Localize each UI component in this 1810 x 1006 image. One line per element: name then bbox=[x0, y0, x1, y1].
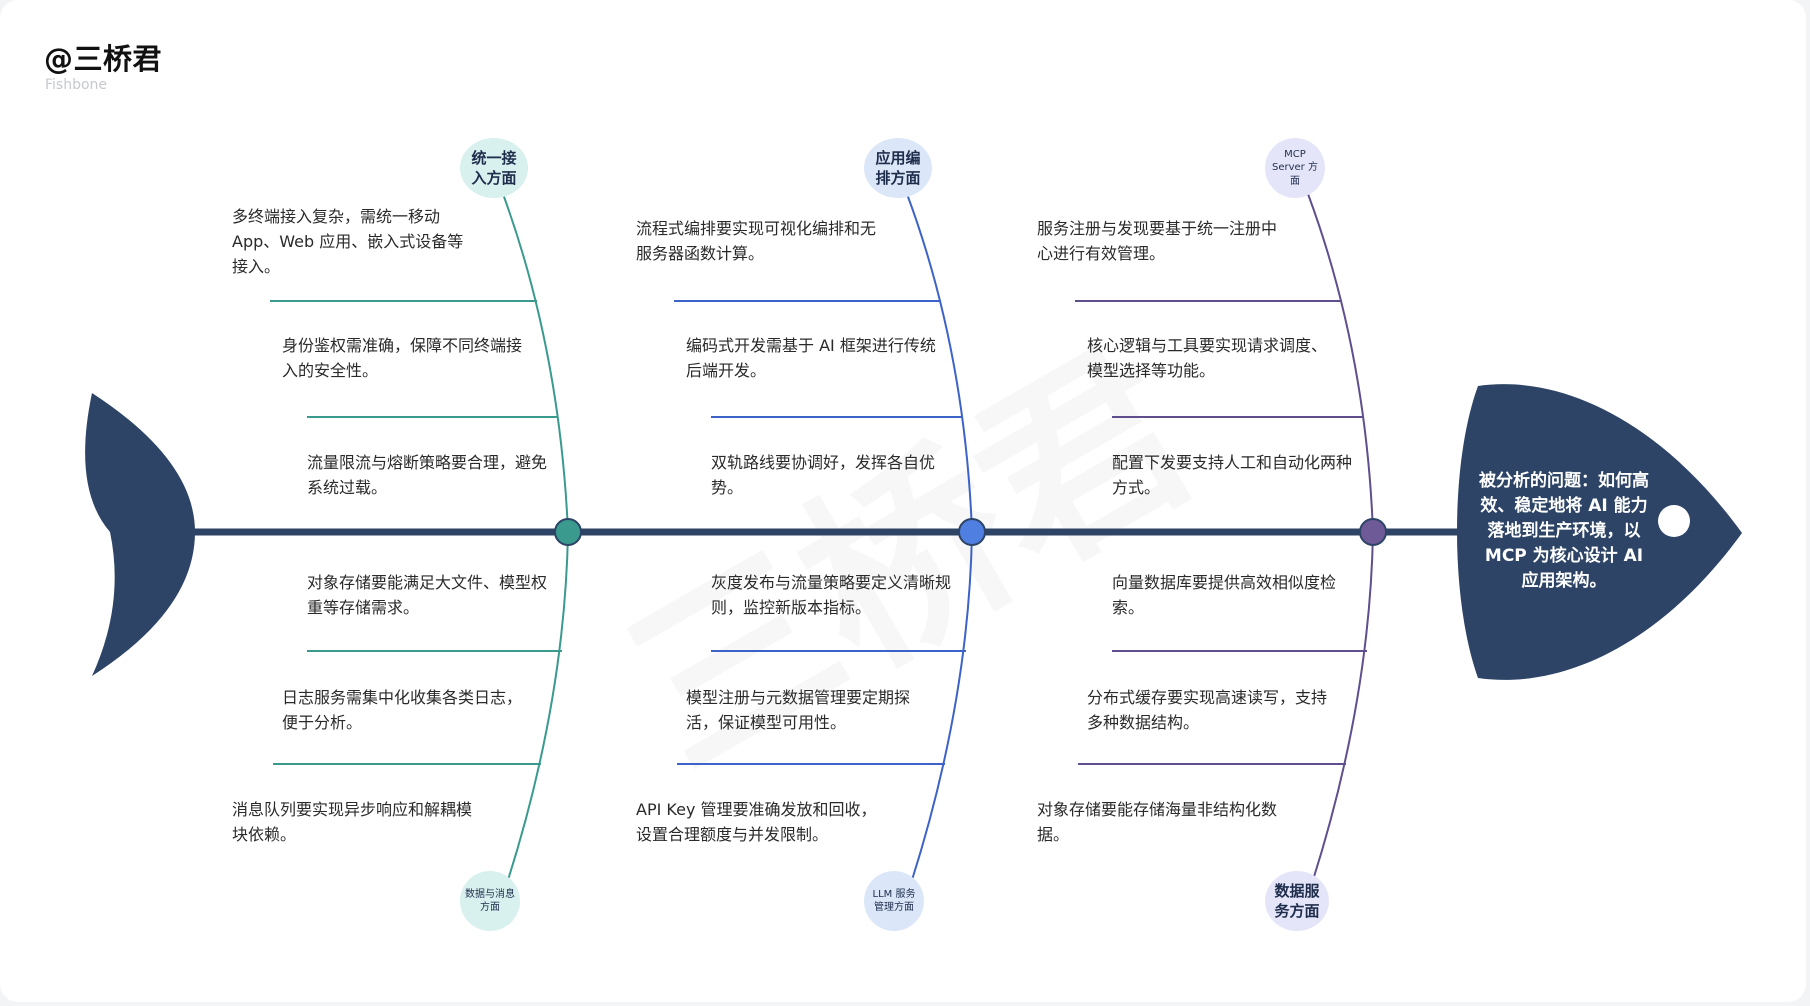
category-badge-mcp-server: MCP Server 方面 bbox=[1265, 138, 1325, 198]
cause-2-3: 双轨路线要协调好，发挥各自优势。 bbox=[711, 453, 936, 497]
spine-node-3 bbox=[1359, 518, 1387, 546]
spine-node-1 bbox=[554, 518, 582, 546]
category-badge-data-messaging: 数据与消息方面 bbox=[460, 871, 520, 931]
cause-3-1: 服务注册与发现要基于统一注册中心进行有效管理。 bbox=[1037, 219, 1278, 263]
cause-1-1: 多终端接入复杂，需统一移动 App、Web 应用、嵌入式设备等接入。 bbox=[232, 207, 464, 276]
bone-bottom-3 bbox=[1312, 531, 1374, 881]
category-badge-llm-service: LLM 服务管理方面 bbox=[864, 871, 924, 931]
fish-eye bbox=[1658, 505, 1690, 537]
bone-top-1 bbox=[502, 193, 569, 533]
cause-1-4: 对象存储要能满足大文件、模型权重等存储需求。 bbox=[307, 573, 548, 617]
cause-2-4: 灰度发布与流量策略要定义清晰规则，监控新版本指标。 bbox=[711, 573, 952, 617]
spine-node-2 bbox=[958, 518, 986, 546]
cause-3-5: 分布式缓存要实现高速读写，支持多种数据结构。 bbox=[1087, 688, 1328, 732]
bone-top-2 bbox=[906, 193, 973, 533]
brand-title: @三桥君 bbox=[44, 42, 163, 76]
cause-2-1: 流程式编排要实现可视化编排和无服务器函数计算。 bbox=[636, 219, 877, 263]
cause-2-2: 编码式开发需基于 AI 框架进行传统后端开发。 bbox=[686, 336, 936, 380]
cause-3-4: 向量数据库要提供高效相似度检索。 bbox=[1112, 573, 1337, 617]
cause-3-6: 对象存储要能存储海量非结构化数据。 bbox=[1037, 800, 1278, 844]
bone-bottom-2 bbox=[911, 531, 973, 881]
diagram-type-label: Fishbone bbox=[45, 77, 108, 93]
cause-3-3: 配置下发要支持人工和自动化两种方式。 bbox=[1112, 453, 1353, 497]
cause-2-6: API Key 管理要准确发放和回收，设置合理额度与并发限制。 bbox=[636, 800, 877, 844]
cause-2-5: 模型注册与元数据管理要定期探活，保证模型可用性。 bbox=[686, 688, 911, 732]
cause-3-2: 核心逻辑与工具要实现请求调度、模型选择等功能。 bbox=[1087, 336, 1328, 380]
category-badge-data-services: 数据服务方面 bbox=[1265, 871, 1329, 931]
fish-tail bbox=[85, 393, 195, 676]
bone-top-3 bbox=[1307, 193, 1374, 533]
cause-1-5: 日志服务需集中化收集各类日志，便于分析。 bbox=[282, 688, 523, 732]
cause-1-3: 流量限流与熔断策略要合理，避免系统过载。 bbox=[307, 453, 548, 497]
fish-head bbox=[1457, 384, 1742, 680]
cause-1-6: 消息队列要实现异步响应和解耦模块依赖。 bbox=[232, 800, 473, 844]
problem-statement: 被分析的问题：如何高效、稳定地将 AI 能力落地到生产环境，以 MCP 为核心设… bbox=[1479, 470, 1649, 591]
bone-bottom-1 bbox=[507, 531, 569, 881]
category-badge-app-orchestration: 应用编排方面 bbox=[864, 138, 932, 198]
cause-1-2: 身份鉴权需准确，保障不同终端接入的安全性。 bbox=[282, 336, 523, 380]
category-badge-unified-access: 统一接入方面 bbox=[460, 138, 528, 198]
